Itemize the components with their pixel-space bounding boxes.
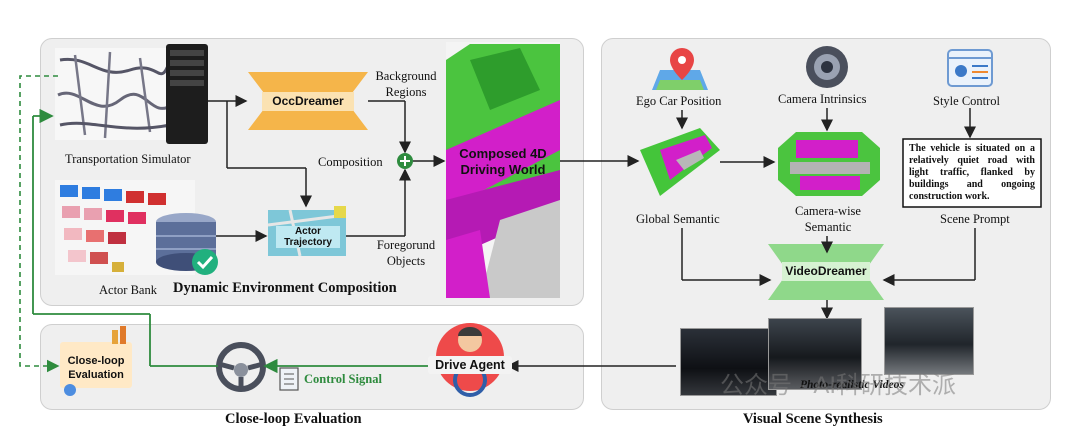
actor-trajectory-label: Actor Trajectory	[284, 226, 332, 248]
scene-prompt-text: The vehicle is situated on a relatively …	[909, 143, 1035, 202]
foreground-objects-label-1: Foregorund	[376, 238, 436, 252]
close-loop-eval-label-2: Evaluation	[68, 369, 124, 381]
close-loop-eval-label-1: Close-loop	[67, 355, 125, 367]
prompt-box	[902, 138, 1042, 208]
video-frame-1	[680, 328, 777, 396]
watermark: 公众号 · AI科研技术派	[720, 372, 957, 399]
composed-world-label-2: Driving World	[460, 161, 546, 177]
document-icon	[279, 367, 299, 391]
check-badge-icon	[192, 249, 218, 275]
composition-label: Composition	[318, 155, 383, 169]
map-pin-icon	[652, 48, 708, 90]
visual-synthesis-title: Visual Scene Synthesis	[743, 411, 883, 427]
control-signal-label: Control Signal	[304, 372, 382, 386]
composed-world-label-1: Composed 4D	[459, 145, 547, 161]
actor-bank-label: Actor Bank	[99, 283, 157, 297]
style-control-label: Style Control	[933, 94, 1001, 108]
server-tower-icon	[166, 44, 208, 144]
background-regions-label-2: Regions	[385, 85, 427, 99]
camera-lens-icon	[806, 46, 848, 88]
global-semantic-map	[640, 128, 720, 196]
drive-agent-label: Drive Agent	[428, 356, 512, 374]
settings-window-icon	[947, 49, 993, 87]
trajectory-map-icon	[267, 206, 347, 257]
scene-prompt-label: Scene Prompt	[940, 212, 1010, 226]
camera-semantic-view	[778, 132, 880, 196]
composition-plus-icon	[397, 153, 413, 169]
occdreamer-label: OccDreamer	[272, 94, 344, 108]
videodreamer-label: VideoDreamer	[785, 264, 867, 278]
composed-world-scene	[446, 42, 560, 298]
closed-loop-title: Close-loop Evaluation	[225, 411, 362, 427]
videodreamer-shape	[768, 244, 884, 300]
occdreamer-shape	[248, 72, 368, 130]
camera-wise-label-1: Camera-wise	[795, 204, 861, 218]
ego-car-position-label: Ego Car Position	[636, 94, 722, 108]
road-map-icon	[55, 48, 175, 140]
dynamic-env-title: Dynamic Environment Composition	[173, 280, 397, 296]
video-frame-3	[884, 307, 974, 375]
transport-sim-label: Transportation Simulator	[65, 152, 191, 166]
photo-videos-label: Photo-realistic Videos	[800, 379, 904, 391]
camera-intrinsics-label: Camera Intrinsics	[778, 92, 867, 106]
global-semantic-label: Global Semantic	[636, 212, 720, 226]
video-frame-2	[768, 318, 862, 390]
evaluation-dashboard-icon	[60, 326, 132, 396]
camera-wise-label-2: Semantic	[804, 220, 852, 234]
steering-wheel-icon	[216, 342, 266, 392]
background-regions-label-1: Background	[375, 69, 437, 83]
foreground-objects-label-2: Objects	[386, 254, 426, 268]
